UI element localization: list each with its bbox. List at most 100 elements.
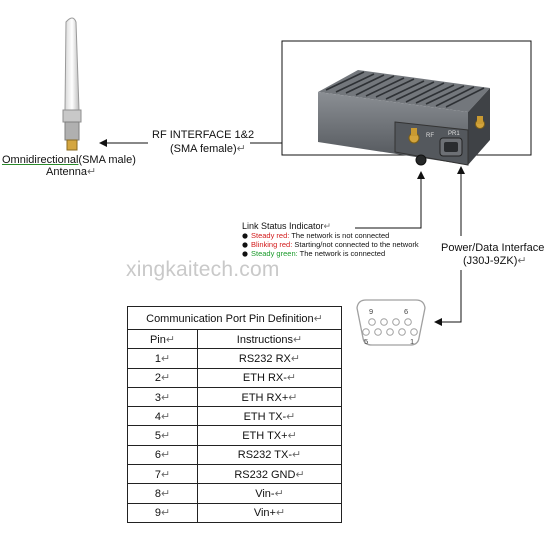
pin-instruction-cell: ETH RX+↵ — [197, 386, 342, 408]
table-header-row: Pin↵ Instructions↵ — [127, 328, 342, 350]
antenna-connector-text: (SMA male) — [78, 154, 136, 166]
pin-number: 7 — [154, 468, 161, 481]
table-header-pin: Pin↵ — [127, 328, 198, 350]
table-row: 8↵ Vin-↵ — [127, 483, 342, 504]
pin-number-cell: 7↵ — [127, 464, 198, 485]
pin-number-cell: 8↵ — [127, 483, 198, 504]
paragraph-mark: ↵ — [86, 166, 97, 178]
paragraph-mark: ↵ — [275, 507, 286, 520]
pin-instruction-cell: ETH TX+↵ — [197, 425, 342, 446]
antenna-type-text: Omnidirectional — [2, 154, 79, 166]
link-status-desc: The network is connected — [299, 249, 386, 258]
pin-number: 3 — [154, 391, 161, 404]
link-status-title: Link Status Indicator↵ — [242, 220, 331, 233]
device-port-pr: PR1 — [448, 131, 460, 137]
paragraph-mark: ↵ — [160, 410, 171, 423]
pin-label-6: 6 — [404, 307, 409, 316]
table-row: 9↵ Vin+↵ — [127, 502, 342, 523]
pin-instruction: ETH RX+ — [241, 391, 289, 404]
paragraph-mark: ↵ — [288, 391, 298, 404]
rf-interface-title: RF INTERFACE 1&2 — [152, 129, 255, 141]
paragraph-mark: ↵ — [287, 430, 297, 443]
antenna-illustration — [62, 17, 82, 151]
pin-instruction: RS232 GND — [234, 468, 296, 481]
pin-number-cell: 4↵ — [127, 406, 198, 427]
paragraph-mark: ↵ — [295, 468, 305, 481]
paragraph-mark: ↵ — [286, 410, 296, 423]
link-status-state: Blinking red — [251, 240, 291, 249]
device-port-rf: RF — [426, 133, 434, 139]
pin-instruction-cell: Vin-↵ — [197, 483, 342, 504]
pin-instruction: RS232 TX- — [237, 449, 292, 462]
watermark-text: xingkaitech.com — [126, 258, 280, 281]
table-caption-text: Communication Port Pin Definition — [146, 312, 314, 325]
pin-number: 6 — [154, 449, 161, 462]
db9-connector-diagram — [356, 299, 426, 346]
pin-number: 4 — [154, 410, 161, 423]
paragraph-mark: ↵ — [160, 488, 171, 501]
pin-label-9: 9 — [369, 307, 374, 316]
pin-number-cell: 1↵ — [127, 348, 198, 369]
pin-number: 8 — [154, 488, 161, 501]
header-text: Pin — [149, 333, 166, 346]
pin-number-cell: 9↵ — [127, 502, 198, 523]
pin-label-5: 5 — [364, 337, 369, 346]
link-status-title-text: Link Status Indicator — [242, 221, 324, 231]
pin-instruction-cell: RS232 GND↵ — [197, 464, 342, 485]
pin-instruction-cell: RS232 RX↵ — [197, 348, 342, 369]
pin-instruction: Vin+ — [253, 507, 276, 520]
device-illustration — [318, 70, 490, 166]
pin-number: 5 — [154, 430, 161, 443]
pin-number-cell: 3↵ — [127, 386, 198, 408]
pin-number: 1 — [154, 352, 161, 365]
paragraph-mark: ↵ — [290, 352, 301, 365]
pin-instruction: RS232 RX — [238, 352, 291, 365]
pin-number-cell: 6↵ — [127, 444, 198, 466]
link-status-item-1: Steady red: The network is not connected — [251, 231, 389, 241]
link-status-item-3: Steady green: The network is connected — [251, 249, 385, 259]
paragraph-mark: ↵ — [160, 391, 171, 404]
paragraph-mark: ↵ — [160, 449, 171, 462]
power-interface-subtitle: (J30J-9ZK)↵ — [463, 255, 527, 268]
link-status-state: Steady green — [251, 249, 296, 258]
table-row: 3↵ ETH RX+↵ — [127, 386, 342, 408]
paragraph-mark: ↵ — [160, 372, 171, 385]
link-status-state: Steady red — [251, 231, 288, 240]
paragraph-mark: ↵ — [323, 221, 332, 231]
paragraph-mark: ↵ — [274, 488, 284, 501]
table-row: 4↵ ETH TX-↵ — [127, 406, 342, 427]
paragraph-mark: ↵ — [160, 507, 171, 520]
paragraph-mark: ↵ — [313, 312, 323, 325]
status-bullet-2 — [242, 242, 248, 248]
pin-instruction: ETH TX- — [243, 410, 287, 423]
table-row: 5↵ ETH TX+↵ — [127, 425, 342, 446]
pin-instruction-cell: ETH TX-↵ — [197, 406, 342, 427]
paragraph-mark: ↵ — [160, 430, 171, 443]
status-bullet-3 — [242, 251, 248, 257]
link-status-colon: : — [287, 231, 290, 240]
rf-interface-subtitle-text: (SMA female) — [170, 143, 237, 155]
table-row: 7↵ RS232 GND↵ — [127, 464, 342, 485]
pin-label-1: 1 — [410, 337, 415, 346]
paragraph-mark: ↵ — [293, 333, 303, 346]
link-status-desc: The network is not connected — [291, 231, 390, 240]
paragraph-mark: ↵ — [292, 449, 302, 462]
pin-number-cell: 2↵ — [127, 367, 198, 388]
power-interface-subtitle-text: (J30J-9ZK) — [463, 255, 518, 267]
pin-number-cell: 5↵ — [127, 425, 198, 446]
pin-instruction-cell: RS232 TX-↵ — [197, 444, 342, 466]
power-interface-title: Power/Data Interface — [441, 242, 545, 254]
table-row: 1↵ RS232 RX↵ — [127, 348, 342, 369]
paragraph-mark: ↵ — [160, 352, 171, 365]
table-row: 6↵ RS232 TX-↵ — [127, 444, 342, 466]
paragraph-mark: ↵ — [236, 143, 246, 155]
paragraph-mark: ↵ — [517, 255, 527, 267]
table-header-instructions: Instructions↵ — [197, 328, 342, 350]
pin-instruction-cell: Vin+↵ — [197, 502, 342, 523]
pin-definition-table: Communication Port Pin Definition↵ Pin↵ … — [127, 306, 342, 523]
link-status-desc: Starting/not connected to the network — [294, 240, 419, 249]
link-status-colon: : — [290, 240, 293, 249]
antenna-name-label: Antenna↵ — [46, 166, 96, 179]
pin-instruction: ETH RX- — [242, 372, 287, 385]
